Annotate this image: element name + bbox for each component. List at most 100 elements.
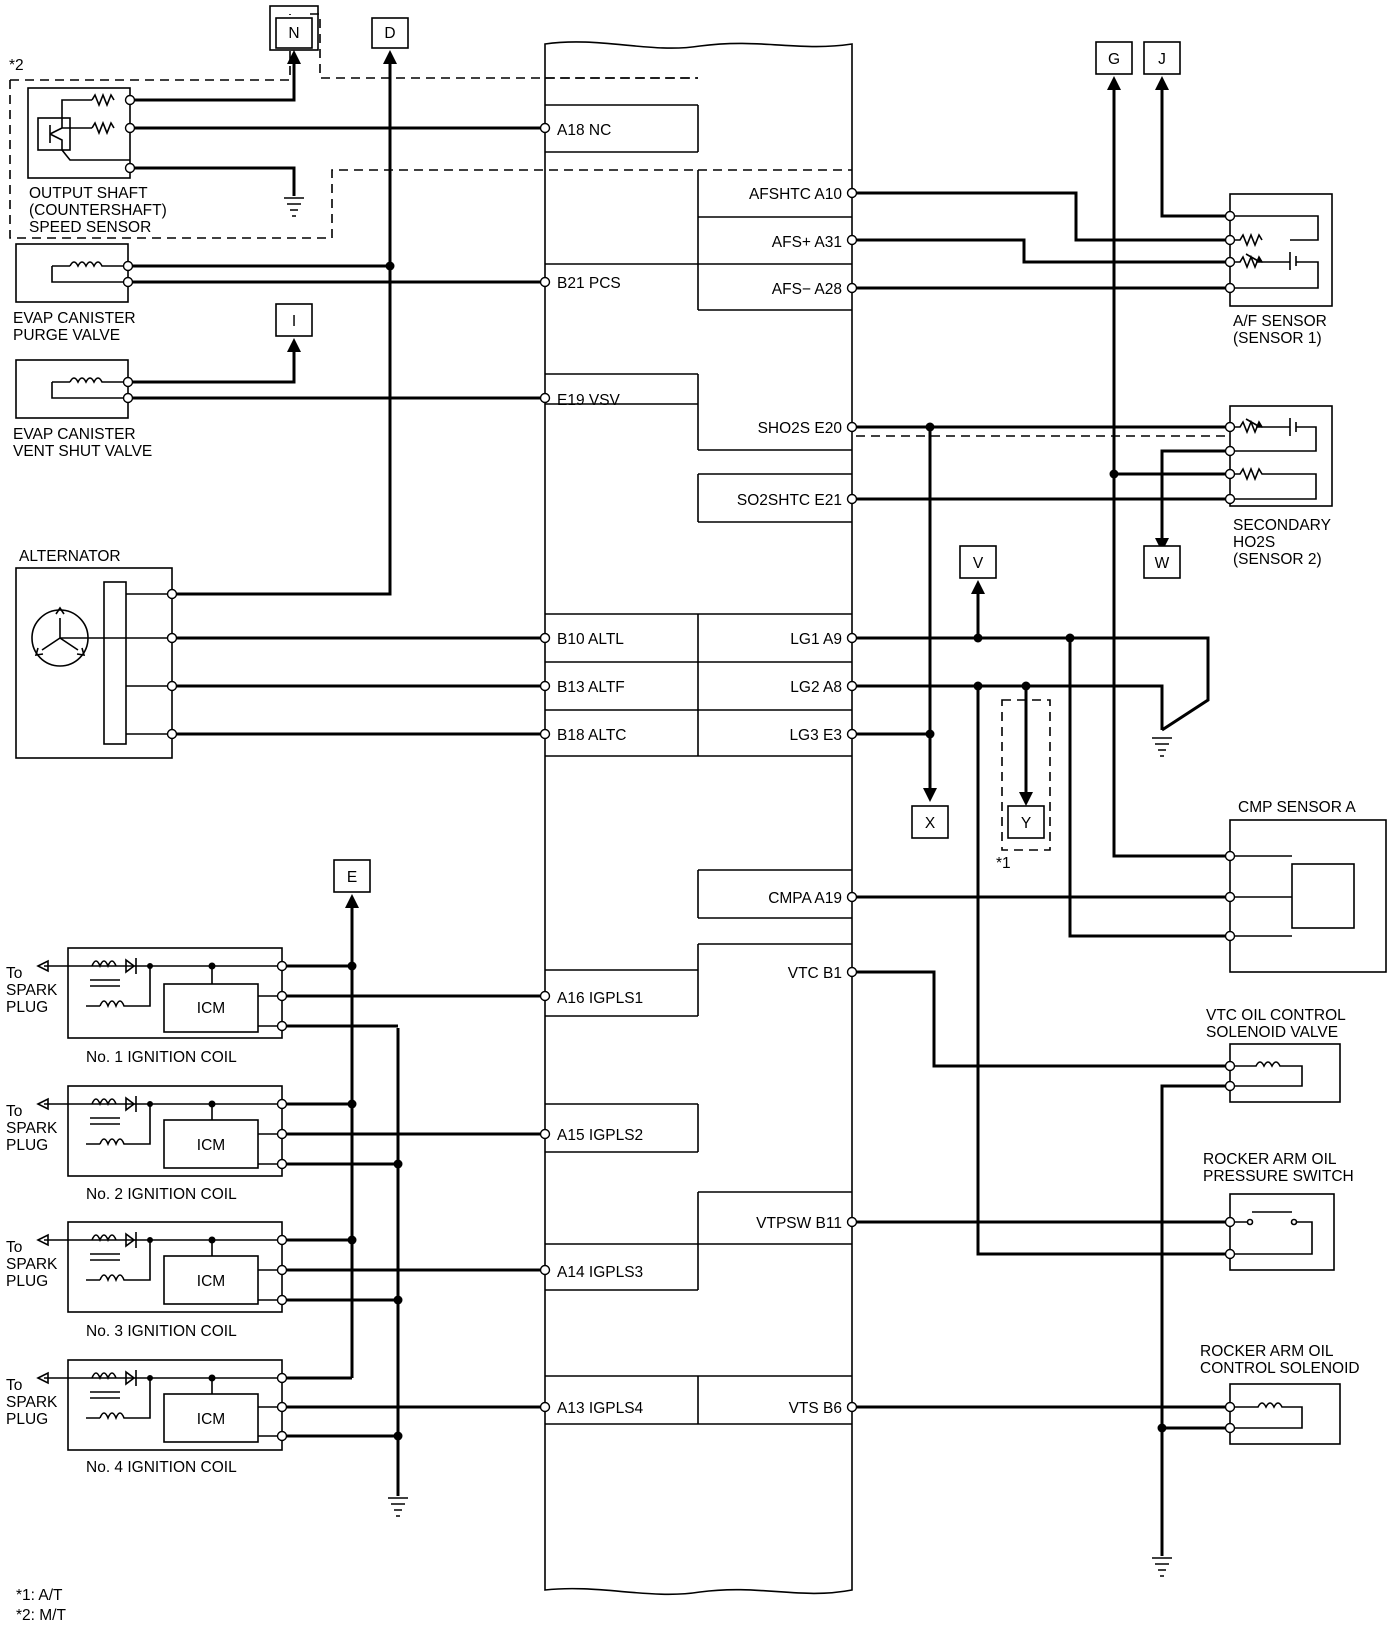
to-spark-plug-2a: To <box>6 1103 22 1120</box>
af-sensor-label-1: A/F SENSOR <box>1233 313 1327 330</box>
ho2s-label-1: SECONDARY <box>1233 517 1331 534</box>
vtc-solenoid-valve: VTC OIL CONTROL SOLENOID VALVE <box>856 970 1346 1556</box>
footnotes: *1: A/T *2: M/T <box>16 1587 66 1624</box>
evap-purge-label-1: EVAP CANISTER <box>13 310 136 327</box>
alternator-label: ALTERNATOR <box>19 548 121 565</box>
connector-v-label: V <box>973 555 984 572</box>
rocker-solenoid-label-1: ROCKER ARM OIL <box>1200 1343 1334 1360</box>
pin-b1-label: VTC B1 <box>788 965 842 982</box>
connector-w: W <box>1143 538 1181 579</box>
vtc-valve-label-1: VTC OIL CONTROL <box>1206 1007 1346 1024</box>
connector-j-label: J <box>1158 51 1166 68</box>
pin-e20-label: SHO2S E20 <box>758 420 843 437</box>
connector-i: I <box>275 303 313 352</box>
to-spark-plug-4a: To <box>6 1377 22 1394</box>
to-spark-plug-1c: PLUG <box>6 999 48 1016</box>
cmp-label: CMP SENSOR A <box>1238 799 1356 816</box>
af-sensor-label-2: (SENSOR 1) <box>1233 330 1322 347</box>
coil-4-label: No. 4 IGNITION COIL <box>86 1459 237 1476</box>
ecm-left-pin-labels: A18 NC B21 PCS E19 VSV B10 ALTL B13 ALTF… <box>557 122 644 1417</box>
coil-3-label: No. 3 IGNITION COIL <box>86 1323 237 1340</box>
note-at: *1: A/T <box>16 1587 63 1604</box>
af-sensor-wires <box>856 191 1226 290</box>
pin-a14-label: A14 IGPLS3 <box>557 1264 643 1281</box>
pin-a28-label: AFS− A28 <box>772 281 842 298</box>
pin-a8-label: LG2 A8 <box>790 679 842 696</box>
connector-n: N <box>269 5 319 64</box>
connector-d: D <box>172 17 409 596</box>
to-spark-plug-3c: PLUG <box>6 1273 48 1290</box>
pin-a10-label: AFSHTC A10 <box>749 186 842 203</box>
connector-v: V <box>959 545 997 638</box>
ho2s-label-3: (SENSOR 2) <box>1233 551 1322 568</box>
to-spark-plug-2c: PLUG <box>6 1137 48 1154</box>
to-spark-plug-1b: SPARK <box>6 982 58 999</box>
connector-e: E <box>333 859 408 1517</box>
cmp-sensor-a: CMP SENSOR A <box>856 799 1387 973</box>
pin-e21-label: SO2SHTC E21 <box>737 492 842 509</box>
connector-g-label: G <box>1108 51 1120 68</box>
rocker-switch-label-2: PRESSURE SWITCH <box>1203 1168 1354 1185</box>
pin-a19-label: CMPA A19 <box>768 890 842 907</box>
to-spark-plug-1a: To <box>6 965 22 982</box>
to-spark-plug-4c: PLUG <box>6 1411 48 1428</box>
pin-b21-label: B21 PCS <box>557 275 621 292</box>
ignition-coil-1: ICM To SPARK PLUG No. 1 IGNITION COIL <box>6 947 541 1066</box>
connector-y-label: Y <box>1021 815 1031 832</box>
pin-b13-label: B13 ALTF <box>557 679 625 696</box>
connector-x: X <box>911 788 949 839</box>
coil-2-label: No. 2 IGNITION COIL <box>86 1186 237 1203</box>
rocker-switch-label-1: ROCKER ARM OIL <box>1203 1151 1337 1168</box>
pin-b6-label: VTS B6 <box>789 1400 842 1417</box>
secondary-ho2s: SECONDARY HO2S (SENSOR 2) <box>1224 405 1333 568</box>
output-shaft-wires <box>134 62 541 196</box>
to-spark-plug-2b: SPARK <box>6 1120 58 1137</box>
output-shaft-speed-sensor: OUTPUT SHAFT (COUNTERSHAFT) SPEED SENSOR… <box>9 13 698 239</box>
coil-1-label: No. 1 IGNITION COIL <box>86 1049 237 1066</box>
pin-a13-label: A13 IGPLS4 <box>557 1400 644 1417</box>
connector-d-label: D <box>384 25 395 42</box>
rocker-solenoid-label-2: CONTROL SOLENOID <box>1200 1360 1360 1377</box>
pin-a15-label: A15 IGPLS2 <box>557 1127 643 1144</box>
evap-vent-label-1: EVAP CANISTER <box>13 426 136 443</box>
pin-a16-label: A16 IGPLS1 <box>557 990 643 1007</box>
af-sensor: A/F SENSOR (SENSOR 1) <box>1224 193 1333 347</box>
to-spark-plug-3b: SPARK <box>6 1256 58 1273</box>
ground-wires <box>856 633 1230 1256</box>
at-marker: *1 <box>996 855 1011 872</box>
ignition-coil-3: ICM To SPARK PLUG No. 3 IGNITION COIL <box>6 1221 541 1340</box>
ecm-right-pins <box>846 187 858 1413</box>
pin-e3-label: LG3 E3 <box>789 727 842 744</box>
connector-e-label: E <box>347 869 357 886</box>
vtc-valve-label-2: SOLENOID VALVE <box>1206 1024 1338 1041</box>
ecm-right-pin-labels: AFSHTC A10 AFS+ A31 AFS− A28 SHO2S E20 S… <box>737 186 842 1417</box>
ignition-coil-2: ICM To SPARK PLUG No. 2 IGNITION COIL <box>6 1085 541 1203</box>
ground-symbol-output-shaft <box>284 197 304 217</box>
pin-b10-label: B10 ALTL <box>557 631 624 648</box>
output-shaft-label-3: SPEED SENSOR <box>29 219 151 236</box>
output-shaft-label-1: OUTPUT SHAFT <box>29 185 148 202</box>
to-spark-plug-3a: To <box>6 1239 22 1256</box>
ecm-unit <box>544 41 853 1596</box>
connector-g: G <box>1095 41 1230 858</box>
icm-label-4: ICM <box>197 1411 225 1428</box>
connector-n-label: N <box>288 25 299 42</box>
icm-label-1: ICM <box>197 1000 225 1017</box>
pin-a18-label: A18 NC <box>557 122 611 139</box>
connector-y: Y *1 <box>996 686 1051 872</box>
alternator: ALTERNATOR <box>15 548 541 759</box>
pin-b18-label: B18 ALTC <box>557 727 627 744</box>
connector-w-label: W <box>1155 555 1170 572</box>
connector-i-label: I <box>292 313 296 330</box>
rocker-control-solenoid: ROCKER ARM OIL CONTROL SOLENOID <box>856 1343 1360 1577</box>
evap-purge-valve: EVAP CANISTER PURGE VALVE <box>13 243 541 344</box>
icm-label-2: ICM <box>197 1137 225 1154</box>
evap-purge-label-2: PURGE VALVE <box>13 327 120 344</box>
note-mt: *2: M/T <box>16 1607 66 1624</box>
to-spark-plug-4b: SPARK <box>6 1394 58 1411</box>
pin-b11-label: VTPSW B11 <box>756 1215 842 1232</box>
pin-e19-label: E19 VSV <box>557 392 621 409</box>
icm-label-3: ICM <box>197 1273 225 1290</box>
connector-x-label: X <box>925 815 936 832</box>
